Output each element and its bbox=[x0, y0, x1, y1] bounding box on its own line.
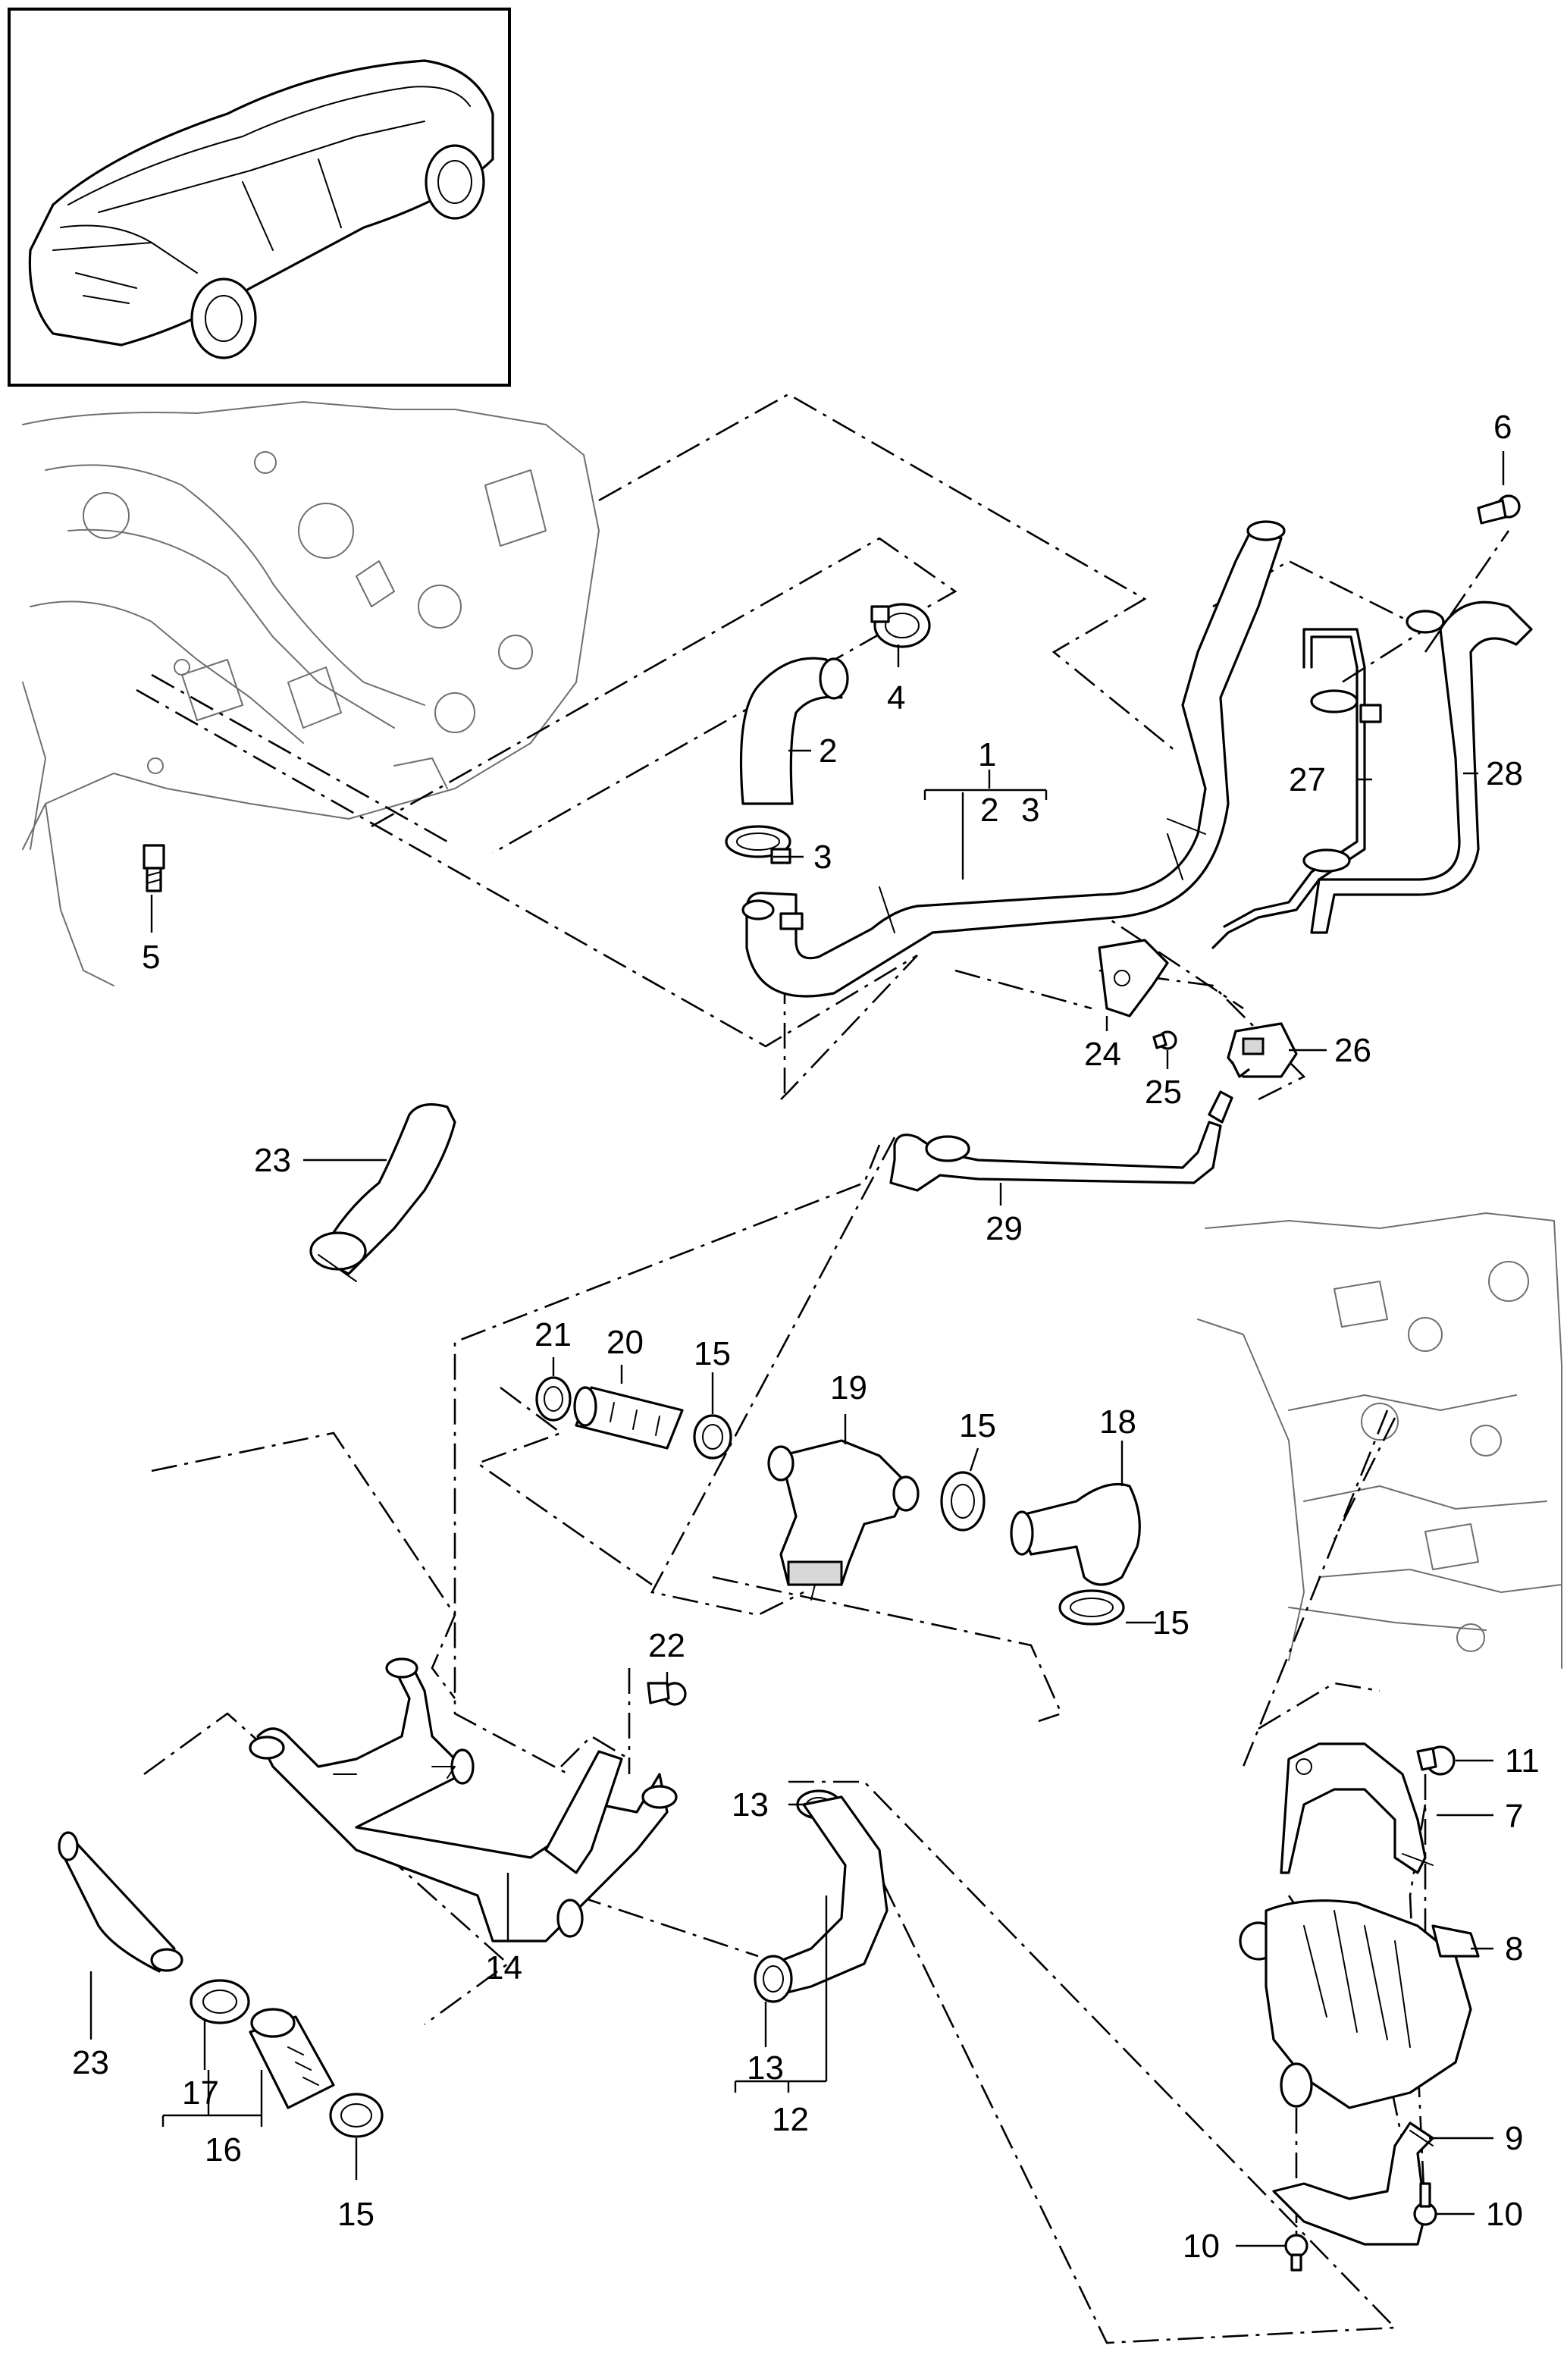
callout-29: 29 bbox=[986, 1210, 1023, 1247]
part-14-coolant-pipe bbox=[249, 1657, 678, 1943]
callout-7: 7 bbox=[1505, 1798, 1523, 1835]
callout-13-lower: 13 bbox=[747, 2049, 784, 2087]
part-4-clamp bbox=[870, 603, 931, 648]
callout-22: 22 bbox=[648, 1627, 685, 1664]
callout-14: 14 bbox=[485, 1949, 522, 1986]
part-27-line bbox=[1211, 628, 1382, 949]
callout-13-upper: 13 bbox=[732, 1786, 769, 1823]
part-15-clamp-d bbox=[329, 2093, 384, 2138]
part-26-valve bbox=[1227, 1022, 1298, 1078]
engine-block-lower bbox=[1197, 1212, 1562, 1669]
part-1-coolant-pipe bbox=[741, 520, 1286, 998]
callout-10-left: 10 bbox=[1183, 2228, 1220, 2265]
part-22-bolt bbox=[647, 1682, 687, 1706]
part-2-hose bbox=[739, 657, 849, 805]
callout-17: 17 bbox=[182, 2074, 219, 2112]
callout-21: 21 bbox=[534, 1316, 572, 1353]
callout-1-sub-3: 3 bbox=[1021, 792, 1039, 829]
part-18-hose bbox=[1010, 1482, 1141, 1586]
part-25-bolt bbox=[1152, 1030, 1177, 1050]
callout-23-upper: 23 bbox=[254, 1142, 291, 1179]
part-29-line bbox=[889, 1090, 1233, 1192]
engine-block-upper bbox=[22, 401, 600, 986]
part-7-bracket bbox=[1280, 1742, 1434, 1874]
callout-1-sub-2: 2 bbox=[980, 792, 998, 829]
callout-5: 5 bbox=[142, 939, 160, 976]
vehicle-inset bbox=[8, 8, 511, 387]
part-16-hose bbox=[249, 2008, 335, 2109]
callout-16: 16 bbox=[205, 2131, 242, 2168]
callout-28: 28 bbox=[1486, 755, 1523, 792]
callout-2: 2 bbox=[819, 732, 837, 770]
part-20-hose bbox=[573, 1386, 684, 1450]
callout-11: 11 bbox=[1505, 1742, 1540, 1780]
callouts: 1 2 3 2 3 4 5 6 7 8 9 10 10 11 12 13 13 … bbox=[72, 409, 1540, 2265]
part-23-hose-lower bbox=[58, 1831, 183, 1973]
callout-6: 6 bbox=[1493, 409, 1512, 446]
part-24-bracket bbox=[1098, 939, 1169, 1018]
part-15-clamp-a bbox=[693, 1414, 732, 1460]
callout-26: 26 bbox=[1334, 1032, 1371, 1069]
callout-9: 9 bbox=[1505, 2120, 1523, 2157]
part-23-hose-upper bbox=[309, 1103, 456, 1282]
part-6-bolt bbox=[1477, 494, 1521, 525]
callout-25: 25 bbox=[1145, 1074, 1182, 1111]
callout-10-right: 10 bbox=[1486, 2196, 1523, 2233]
callout-24: 24 bbox=[1084, 1036, 1121, 1073]
part-11-bolt bbox=[1416, 1745, 1456, 1776]
leader-lines bbox=[89, 451, 1505, 2247]
part-17-clamp bbox=[190, 1979, 250, 2024]
part-15-clamp-b bbox=[940, 1471, 986, 1532]
callout-3: 3 bbox=[813, 839, 832, 876]
part-8-pump bbox=[1239, 1899, 1480, 2109]
part-12-hose bbox=[772, 1795, 888, 1996]
callout-23-lower: 23 bbox=[72, 2044, 109, 2081]
callout-8: 8 bbox=[1505, 1930, 1523, 1968]
callout-19: 19 bbox=[830, 1369, 867, 1406]
callout-15-c: 15 bbox=[1152, 1604, 1189, 1642]
callout-15-d: 15 bbox=[337, 2196, 375, 2233]
part-13-clamp-lower bbox=[754, 1955, 793, 2003]
callout-1: 1 bbox=[978, 736, 996, 773]
car-illustration bbox=[28, 59, 494, 359]
part-19-thermostat bbox=[767, 1439, 920, 1601]
part-28-hose bbox=[1310, 600, 1533, 934]
callout-4: 4 bbox=[887, 679, 905, 717]
part-5-bolt bbox=[143, 844, 165, 892]
part-10-bolt-b bbox=[1413, 2182, 1437, 2226]
callout-27: 27 bbox=[1289, 761, 1326, 798]
part-21-clamp bbox=[535, 1376, 572, 1422]
callout-12: 12 bbox=[772, 2101, 809, 2138]
part-15-clamp-c bbox=[1058, 1589, 1125, 1626]
callout-18: 18 bbox=[1099, 1403, 1136, 1441]
callout-20: 20 bbox=[606, 1324, 644, 1361]
callout-15-b: 15 bbox=[959, 1407, 996, 1444]
part-10-bolt-a bbox=[1284, 2234, 1308, 2272]
callout-15-a: 15 bbox=[694, 1335, 731, 1372]
